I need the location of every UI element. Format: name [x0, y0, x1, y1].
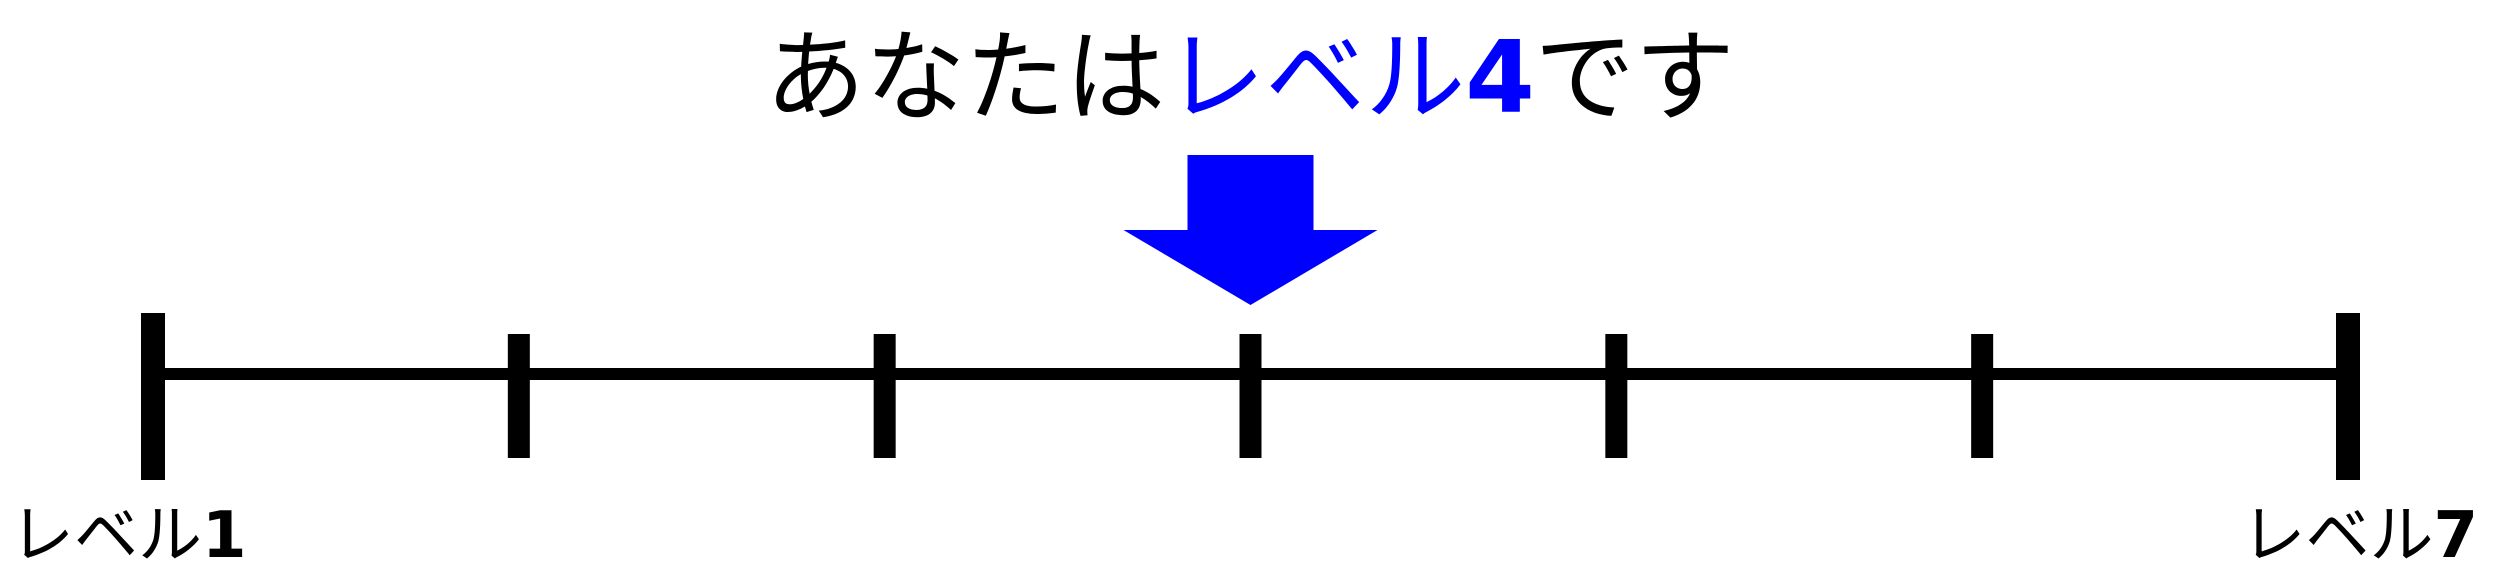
scale-start-label: レベル1	[10, 496, 247, 576]
scale-tick-level-6	[1971, 334, 1994, 458]
scale-tick-level-5	[1605, 334, 1628, 458]
scale-tick-level-3	[873, 334, 896, 458]
scale-axis	[141, 313, 2360, 480]
scale-end-label: レベル7	[2241, 496, 2478, 576]
scale-end-word: レベル	[2241, 499, 2434, 573]
scale-start-number: 1	[202, 499, 247, 573]
title-level-word: レベル	[1165, 19, 1466, 136]
scale-tick-level-7	[2336, 313, 2360, 480]
title-suffix: です	[1534, 19, 1735, 136]
result-title: あなたはレベル4です	[0, 18, 2500, 138]
title-prefix: あなたは	[765, 19, 1166, 136]
title-level-number: 4	[1465, 19, 1535, 136]
scale-start-word: レベル	[10, 499, 202, 573]
down-arrow-icon	[1123, 155, 1378, 305]
scale-tick-level-1	[141, 313, 165, 480]
scale-end-number: 7	[2433, 499, 2478, 573]
scale-tick-level-2	[507, 334, 530, 458]
scale-tick-level-4	[1239, 334, 1262, 458]
title-level: レベル4	[1165, 19, 1535, 136]
